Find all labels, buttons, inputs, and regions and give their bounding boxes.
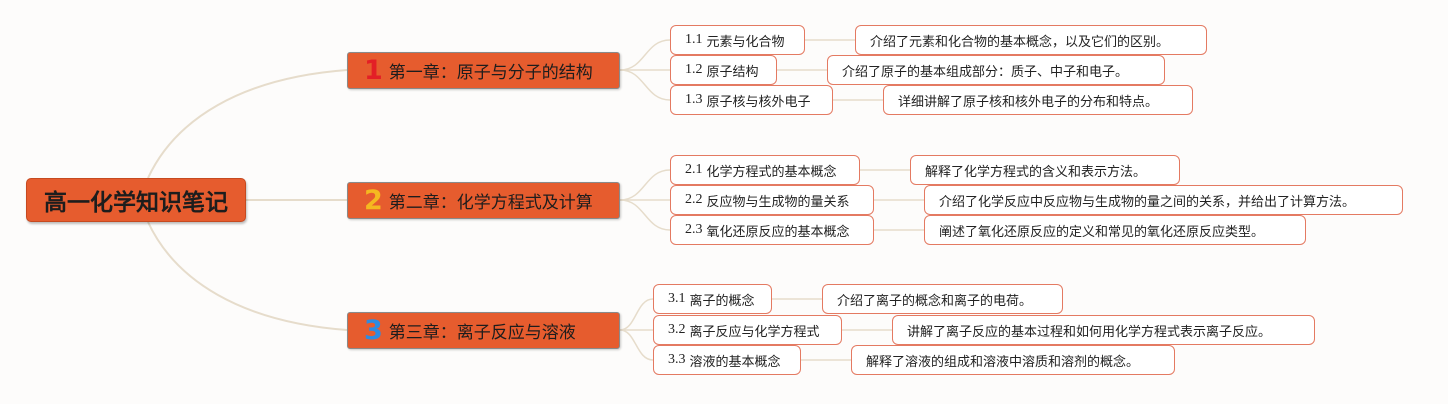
link-root-ch1 xyxy=(147,69,348,179)
section-1-2-title: 原子结构 xyxy=(706,64,759,80)
section-2-3-desc[interactable]: 阐述了氧化还原反应的定义和常见的氧化还原反应类型。 xyxy=(924,215,1306,245)
link-ch3-s3 xyxy=(619,329,654,361)
link-root-ch3 xyxy=(147,221,348,331)
section-3-1-node[interactable]: 3.1 离子的概念 xyxy=(653,284,772,314)
chapter-3-title: 第三章：离子反应与溶液 xyxy=(388,323,576,343)
section-1-3-desc[interactable]: 详细讲解了原子核和核外电子的分布和特点。 xyxy=(883,85,1193,115)
section-1-1-title: 元素与化合物 xyxy=(706,34,785,50)
section-3-3-desc[interactable]: 解释了溶液的组成和溶液中溶质和溶剂的概念。 xyxy=(851,345,1175,375)
section-2-2-desc[interactable]: 介绍了化学反应中反应物与生成物的量之间的关系，并给出了计算方法。 xyxy=(924,185,1403,215)
section-3-3-title: 溶液的基本概念 xyxy=(689,354,781,370)
chapter-2-node[interactable]: 2 第二章：化学方程式及计算 xyxy=(347,182,620,219)
section-1-3-id: 1.3 xyxy=(685,92,703,107)
link-ch1-s1 xyxy=(619,39,671,71)
section-2-1-id: 2.1 xyxy=(685,162,703,177)
section-3-2-desc[interactable]: 讲解了离子反应的基本过程和如何用化学方程式表示离子反应。 xyxy=(892,315,1315,345)
chapter-1-node[interactable]: 1 第一章：原子与分子的结构 xyxy=(347,52,620,89)
section-3-2-desc-text: 讲解了离子反应的基本过程和如何用化学方程式表示离子反应。 xyxy=(907,324,1272,340)
link-ch1-s3 xyxy=(619,69,671,101)
section-2-2-desc-text: 介绍了化学反应中反应物与生成物的量之间的关系，并给出了计算方法。 xyxy=(939,194,1356,210)
section-1-1-desc[interactable]: 介绍了元素和化合物的基本概念，以及它们的区别。 xyxy=(855,25,1207,55)
section-3-3-id: 3.3 xyxy=(668,352,686,367)
section-2-1-desc-text: 解释了化学方程式的含义和表示方法。 xyxy=(925,164,1147,180)
section-3-2-title: 离子反应与化学方程式 xyxy=(689,324,820,340)
chapter-1-number: 1 xyxy=(364,55,383,86)
section-2-3-desc-text: 阐述了氧化还原反应的定义和常见的氧化还原反应类型。 xyxy=(939,224,1265,240)
section-2-2-id: 2.2 xyxy=(685,192,703,207)
chapter-1-title: 第一章：原子与分子的结构 xyxy=(388,63,593,83)
link-ch2-s1 xyxy=(619,169,671,201)
section-1-2-id: 1.2 xyxy=(685,62,703,77)
root-node[interactable]: 高一化学知识笔记 xyxy=(26,178,246,222)
root-title: 高一化学知识笔记 xyxy=(44,190,228,216)
chapter-2-title: 第二章：化学方程式及计算 xyxy=(388,193,593,213)
section-1-3-desc-text: 详细讲解了原子核和核外电子的分布和特点。 xyxy=(898,94,1159,110)
link-ch3-s1 xyxy=(619,298,654,331)
section-3-1-id: 3.1 xyxy=(668,291,686,306)
section-1-1-desc-text: 介绍了元素和化合物的基本概念，以及它们的区别。 xyxy=(870,34,1170,50)
section-2-3-id: 2.3 xyxy=(685,222,703,237)
chapter-3-number: 3 xyxy=(364,315,383,346)
section-2-3-node[interactable]: 2.3 氧化还原反应的基本概念 xyxy=(670,215,874,245)
section-2-1-desc[interactable]: 解释了化学方程式的含义和表示方法。 xyxy=(910,155,1180,185)
section-1-2-desc-text: 介绍了原子的基本组成部分：质子、中子和电子。 xyxy=(842,64,1129,80)
section-1-2-node[interactable]: 1.2 原子结构 xyxy=(670,55,777,85)
section-2-1-node[interactable]: 2.1 化学方程式的基本概念 xyxy=(670,155,860,185)
chapter-2-number: 2 xyxy=(364,185,383,216)
section-1-1-node[interactable]: 1.1 元素与化合物 xyxy=(670,25,805,55)
link-ch2-s3 xyxy=(619,199,671,231)
section-3-3-desc-text: 解释了溶液的组成和溶液中溶质和溶剂的概念。 xyxy=(866,354,1140,370)
chapter-3-node[interactable]: 3 第三章：离子反应与溶液 xyxy=(347,312,620,349)
section-3-2-id: 3.2 xyxy=(668,322,686,337)
section-2-1-title: 化学方程式的基本概念 xyxy=(706,164,837,180)
section-3-3-node[interactable]: 3.3 溶液的基本概念 xyxy=(653,345,801,375)
section-3-2-node[interactable]: 3.2 离子反应与化学方程式 xyxy=(653,315,842,345)
section-2-2-title: 反应物与生成物的量关系 xyxy=(706,194,850,210)
section-2-2-node[interactable]: 2.2 反应物与生成物的量关系 xyxy=(670,185,874,215)
section-3-1-title: 离子的概念 xyxy=(689,293,755,309)
section-3-1-desc-text: 介绍了离子的概念和离子的电荷。 xyxy=(837,293,1033,309)
section-1-1-id: 1.1 xyxy=(685,32,703,47)
section-1-2-desc[interactable]: 介绍了原子的基本组成部分：质子、中子和电子。 xyxy=(827,55,1165,85)
section-1-3-node[interactable]: 1.3 原子核与核外电子 xyxy=(670,85,833,115)
section-3-1-desc[interactable]: 介绍了离子的概念和离子的电荷。 xyxy=(822,284,1063,314)
section-1-3-title: 原子核与核外电子 xyxy=(706,94,811,110)
section-2-3-title: 氧化还原反应的基本概念 xyxy=(706,224,850,240)
